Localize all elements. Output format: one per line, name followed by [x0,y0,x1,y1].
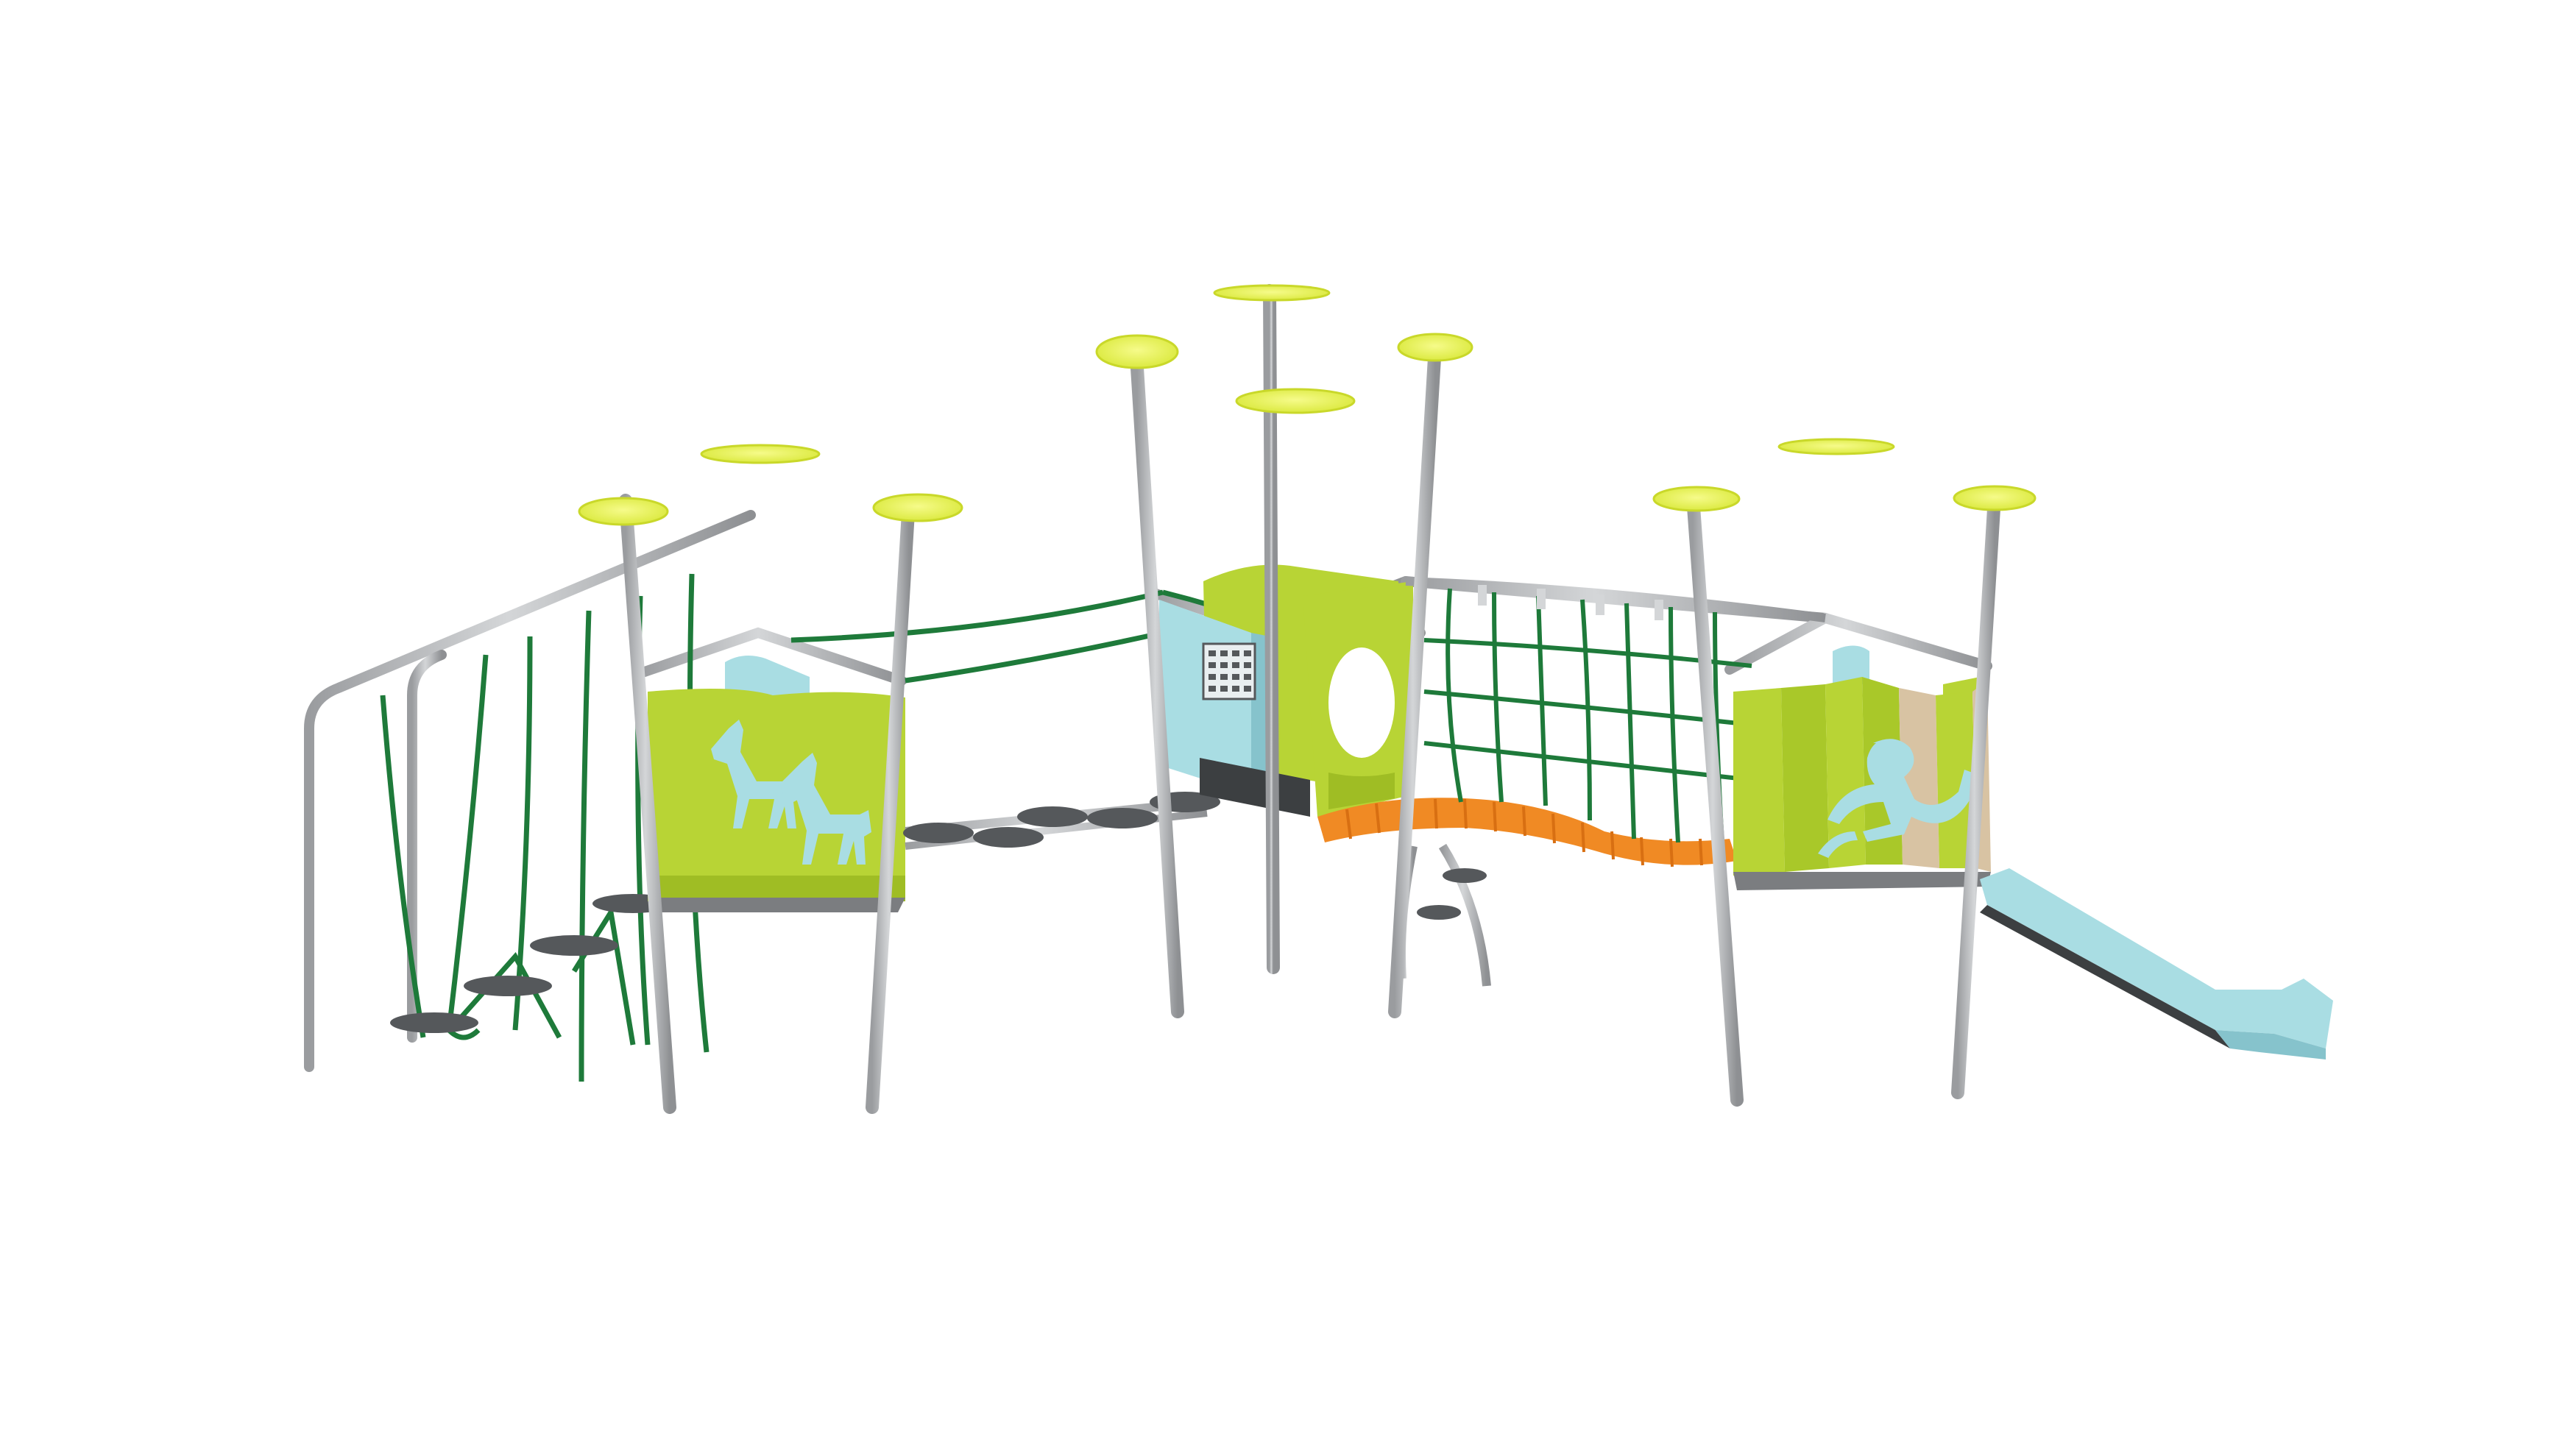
post [1388,339,1442,1018]
ladder-step[interactable] [530,935,618,956]
stepping-bridge [790,589,1253,850]
right-tower-plank-wall[interactable] [1733,677,1991,876]
post [1686,490,1744,1107]
canopy-disc [1652,486,1741,512]
ladder-step[interactable] [464,976,552,996]
canopies [578,284,2037,526]
post [866,494,916,1114]
canopy-disc [1235,388,1356,414]
stepping-stone[interactable] [1017,806,1088,827]
llama-icon [711,720,802,828]
post [1130,361,1184,1018]
ladder-step[interactable] [390,1012,478,1033]
canopy-disc [1213,284,1331,302]
under-bridge-steps [1397,843,1491,987]
orange-bridge-deck[interactable] [1317,798,1737,865]
middle-tower [1159,564,1413,817]
canopy-disc [872,493,963,522]
activity-panel[interactable] [1202,642,1256,700]
canopy-disc [1777,438,1895,455]
posts [619,284,2001,1114]
left-tower-back-panel [725,656,810,699]
stepping-stone[interactable] [973,827,1044,848]
llama-icon [780,753,871,865]
stepping-stone[interactable] [1443,868,1487,883]
canopy-disc [1397,333,1473,362]
canopy-disc [578,497,669,526]
slide[interactable] [1980,868,2333,1060]
left-tower [648,656,905,912]
post [1951,490,2001,1099]
stepping-stone[interactable] [1417,905,1461,920]
stepping-stone[interactable] [1087,808,1158,828]
tower-window[interactable] [1328,647,1395,758]
canopy-disc [1953,485,2037,511]
right-tower [1733,645,1991,890]
canopy-disc [700,444,821,464]
canopy-disc [1095,334,1179,369]
stepping-stone[interactable] [903,823,974,843]
post [619,494,676,1114]
